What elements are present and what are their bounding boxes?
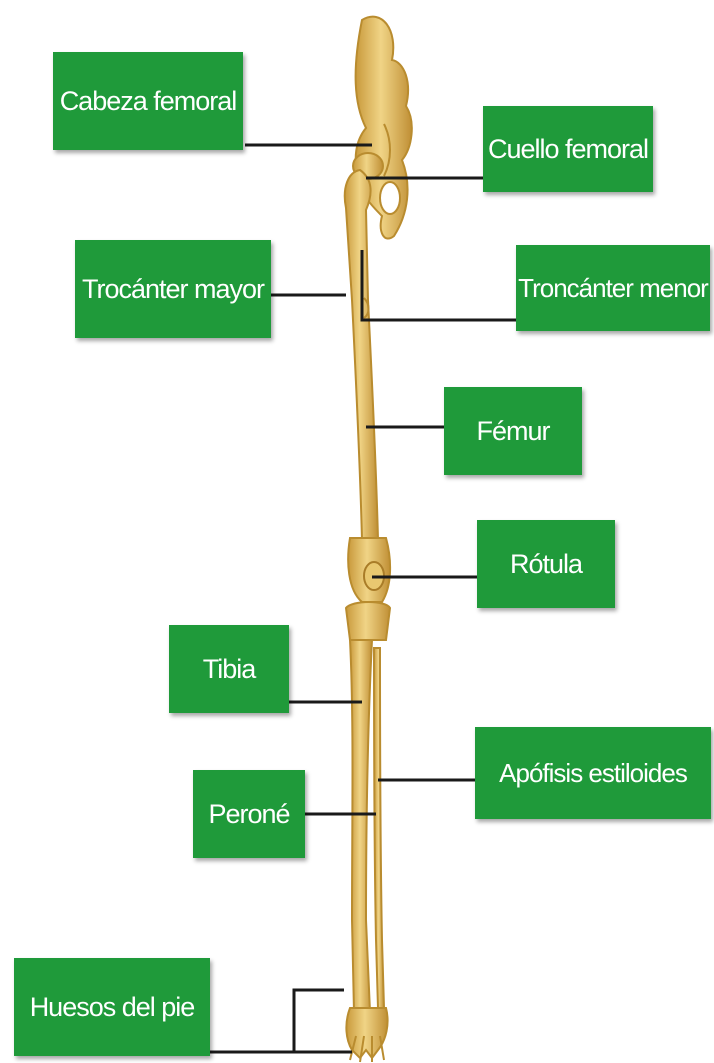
label-apofisis-estiloides: Apófisis estiloides — [475, 727, 711, 819]
knee-patella-bone — [346, 538, 390, 640]
label-cuello-femoral: Cuello femoral — [483, 106, 653, 192]
leader-huesos-del-pie — [210, 990, 344, 1052]
foot-bones — [346, 1008, 387, 1062]
label-trocanter-mayor: Trocánter mayor — [75, 240, 271, 338]
leader-troncanter-menor — [362, 250, 518, 320]
tibia-bone — [350, 640, 372, 1012]
label-cabeza-femoral: Cabeza femoral — [53, 52, 243, 150]
fibula-bone — [374, 648, 384, 1008]
label-troncanter-menor: Troncánter menor — [516, 245, 710, 331]
label-tibia: Tibia — [169, 625, 289, 713]
label-femur: Fémur — [444, 387, 582, 475]
label-perone: Peroné — [193, 770, 305, 858]
label-rotula: Rótula — [477, 520, 615, 608]
label-huesos-del-pie: Huesos del pie — [14, 958, 210, 1056]
